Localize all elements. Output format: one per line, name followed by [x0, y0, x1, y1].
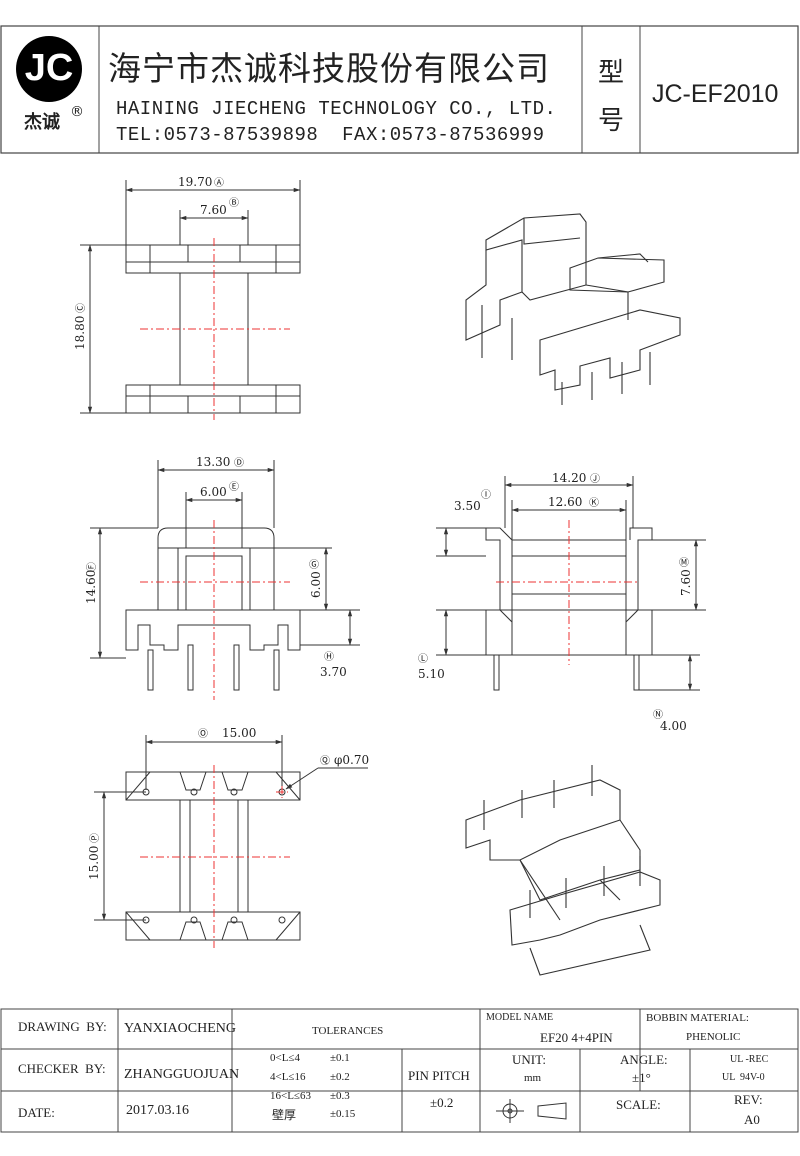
- logo-circle: [16, 36, 82, 102]
- unit-label: UNIT:: [512, 1052, 547, 1067]
- angle-value: ±1°: [632, 1070, 651, 1085]
- dim-i-mark: Ⓘ: [481, 489, 491, 501]
- dim-b-mark: Ⓑ: [229, 197, 239, 209]
- dim-e-value: 6.00: [200, 485, 227, 499]
- header-frame: [0, 25, 799, 154]
- pin-pitch-value: ±0.2: [430, 1095, 454, 1110]
- date-label: DATE:: [18, 1105, 55, 1120]
- tol-value-2: ±0.2: [330, 1071, 350, 1083]
- checker-by-label: CHECKER BY:: [18, 1061, 106, 1076]
- dim-g-value: 6.00: [309, 571, 323, 598]
- drawing-by-label: DRAWING BY:: [18, 1019, 107, 1034]
- model-label-1: 型: [598, 58, 625, 88]
- model-number: JC-EF2010: [652, 80, 779, 108]
- logo-subtext: 杰诚: [24, 112, 60, 133]
- ul-rec: UL -REC: [730, 1054, 769, 1065]
- dim-p-mark: Ⓟ: [89, 833, 101, 843]
- dim-k-value: 12.60: [548, 495, 582, 509]
- dim-n-mark: Ⓝ: [653, 709, 663, 721]
- dim-n-value: 4.00: [660, 719, 687, 733]
- header: [0, 25, 800, 155]
- dim-p-value: 15.00: [87, 846, 101, 880]
- dim-c-value: 18.80: [73, 316, 87, 350]
- tol-range-1: 0<L≤4: [270, 1052, 300, 1064]
- drawing-by-value: YANXIAOCHENG: [124, 1021, 236, 1036]
- tolerances-label: TOLERANCES: [312, 1025, 384, 1037]
- rev-label: REV:: [734, 1092, 763, 1107]
- company-name-en: HAINING JIECHENG TECHNOLOGY CO., LTD.: [116, 98, 557, 120]
- logo-text: JC: [24, 47, 74, 89]
- dim-j-mark: Ⓙ: [590, 473, 600, 485]
- isometric-view-bottom: [465, 765, 661, 976]
- ul-94v0: UL 94V-0: [722, 1072, 765, 1083]
- model-name-label: MODEL NAME: [486, 1012, 554, 1023]
- dim-f-value: 14.60: [84, 570, 98, 604]
- dim-l-value: 5.10: [418, 667, 445, 681]
- company-logo: JC 杰诚 ®: [10, 36, 90, 142]
- tol-value-3: ±0.3: [330, 1090, 350, 1102]
- pin-pitch-label: PIN PITCH: [408, 1068, 470, 1083]
- front-view: [125, 527, 301, 691]
- dim-o-value: 15.00: [222, 726, 256, 740]
- dim-a-value: 19.70: [178, 175, 212, 189]
- dim-h-value: 3.70: [320, 665, 347, 679]
- angle-label: ANGLE:: [620, 1052, 668, 1067]
- dim-q-mark: Ⓠ: [320, 755, 330, 767]
- dim-f-mark: Ⓕ: [86, 562, 98, 572]
- dim-c-mark: Ⓒ: [75, 303, 87, 313]
- dim-q-value: φ0.70: [334, 753, 369, 767]
- unit-value: mm: [524, 1072, 542, 1084]
- rev-value: A0: [744, 1112, 760, 1127]
- bottom-view: [125, 771, 301, 941]
- dim-d-mark: Ⓓ: [234, 457, 244, 469]
- isometric-view-top: [465, 213, 681, 405]
- tol-range-4: 壁厚: [272, 1108, 297, 1122]
- dim-e-mark: Ⓔ: [229, 481, 239, 493]
- dim-j-value: 14.20: [552, 471, 586, 485]
- company-contact: TEL:0573-87539898 FAX:0573-87536999: [116, 124, 545, 146]
- dim-l-mark: Ⓛ: [418, 653, 428, 665]
- dim-k-mark: Ⓚ: [589, 497, 599, 509]
- dim-m-mark: Ⓜ: [679, 557, 689, 569]
- tol-range-3: 16<L≤63: [270, 1090, 311, 1102]
- title-block-frame: [0, 1008, 799, 1133]
- tol-value-1: ±0.1: [330, 1052, 350, 1064]
- model-name-value: EF20 4+4PIN: [540, 1030, 613, 1045]
- projection-symbol: [496, 1099, 567, 1123]
- logo-registered-mark: ®: [70, 104, 84, 120]
- dim-o-mark: Ⓞ: [198, 728, 208, 740]
- dim-h-mark: Ⓗ: [324, 651, 334, 663]
- dim-a-mark: Ⓐ: [214, 177, 224, 189]
- dim-b-value: 7.60: [200, 203, 227, 217]
- bobbin-material-label: BOBBIN MATERIAL:: [646, 1012, 749, 1024]
- checker-by-value: ZHANGGUOJUAN: [124, 1067, 240, 1082]
- model-label-2: 号: [598, 106, 625, 136]
- tol-value-4: ±0.15: [330, 1108, 356, 1120]
- date-value: 2017.03.16: [126, 1103, 189, 1118]
- bobbin-material-value: PHENOLIC: [686, 1031, 741, 1043]
- dim-d-value: 13.30: [196, 455, 230, 469]
- dim-g-mark: Ⓖ: [309, 559, 319, 571]
- dim-i-value: 3.50: [454, 499, 481, 513]
- scale-label: SCALE:: [616, 1097, 661, 1112]
- side-view: [485, 527, 653, 691]
- tol-range-2: 4<L≤16: [270, 1071, 306, 1083]
- company-name-cn: 海宁市杰诚科技股份有限公司: [108, 49, 550, 88]
- dim-m-value: 7.60: [679, 569, 693, 596]
